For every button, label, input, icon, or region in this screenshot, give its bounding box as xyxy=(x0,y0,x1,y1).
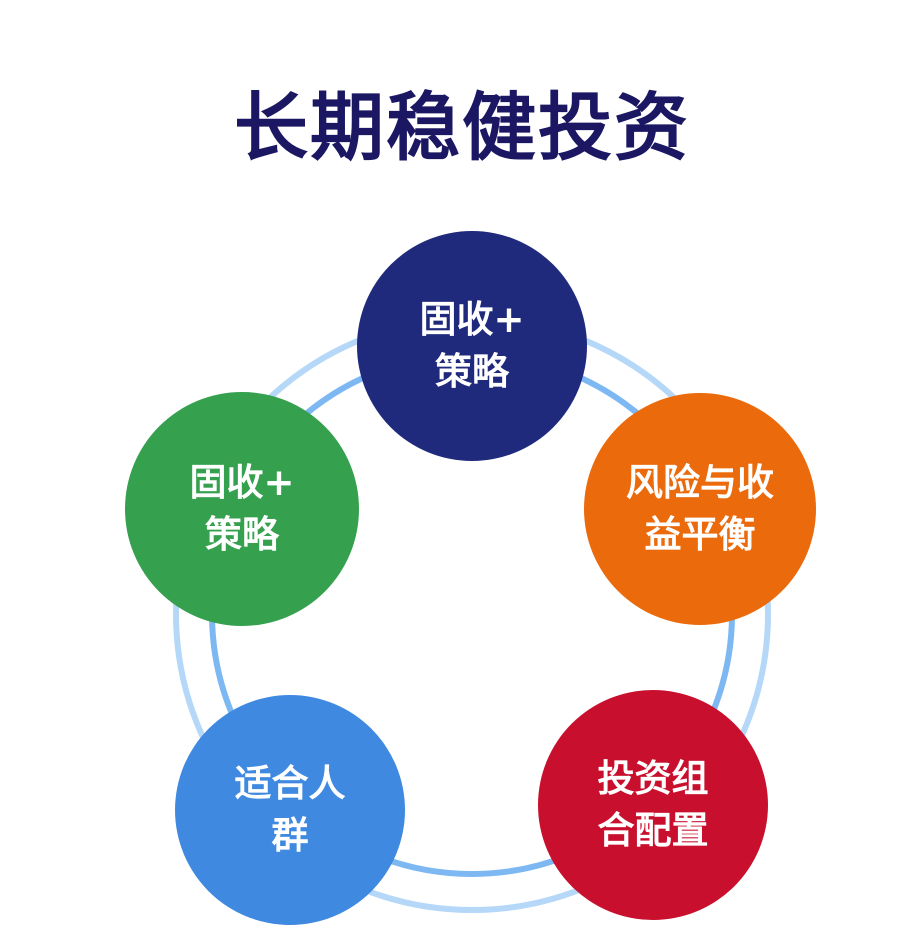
node-left-fixed-income-strategy: 固收+ 策略 xyxy=(125,392,359,626)
node-label-line: 适合人 xyxy=(234,762,346,805)
node-label-line: 固收+ xyxy=(419,298,525,341)
node-label-line: 群 xyxy=(271,814,309,857)
node-label-line: 固收+ xyxy=(189,461,295,504)
node-label-line: 益平衡 xyxy=(644,513,756,556)
node-risk-return-balance: 风险与收 益平衡 xyxy=(584,393,816,625)
node-label-line: 风险与收 xyxy=(626,461,774,504)
node-target-audience: 适合人 群 xyxy=(175,695,405,925)
node-label-line: 投资组 xyxy=(597,757,709,800)
node-label-line: 合配置 xyxy=(597,809,709,852)
node-label-line: 策略 xyxy=(205,513,279,556)
node-portfolio-allocation: 投资组 合配置 xyxy=(538,690,768,920)
node-label-line: 策略 xyxy=(435,350,509,393)
node-top-fixed-income-strategy: 固收+ 策略 xyxy=(357,231,587,461)
page-title: 长期稳健投资 xyxy=(234,85,690,171)
